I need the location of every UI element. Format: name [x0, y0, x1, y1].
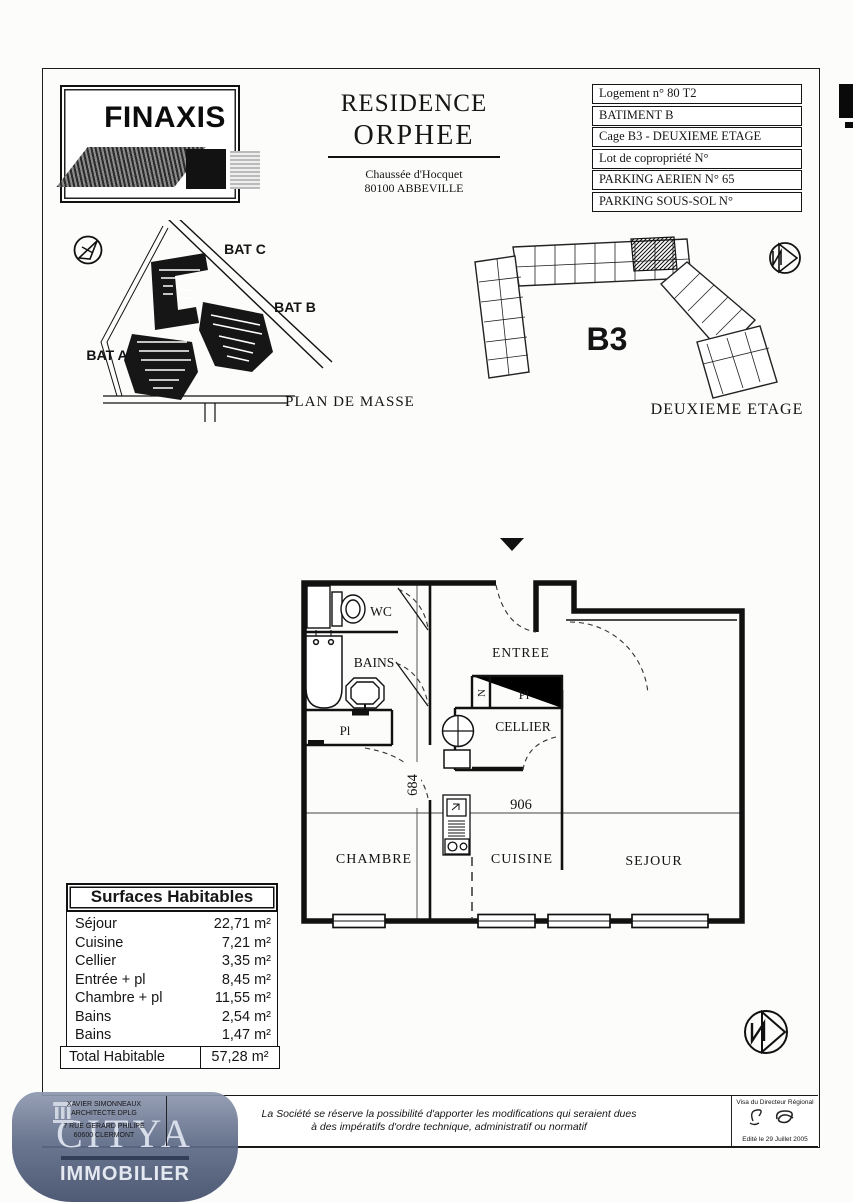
- room-label-entree: ENTREE: [492, 645, 550, 660]
- residence-title-block: RESIDENCE ORPHEE Chaussée d'Hocquet 8010…: [240, 90, 588, 195]
- site-plan-caption: PLAN DE MASSE: [285, 394, 415, 410]
- architect-block: XAVIER SIMONNEAUX ARCHITECTE DPLG 7 RUE …: [42, 1096, 167, 1146]
- washbasin-icon: [345, 677, 385, 712]
- apartment-floor-plan: WC BAINS Pl ENTREE Pl N CELLIER CHAMBRE …: [301, 538, 745, 929]
- total-label: Total Habitable: [61, 1047, 201, 1068]
- total-habitable-box: Total Habitable 57,28 m²: [60, 1046, 280, 1069]
- bat-c-label: BAT C: [224, 241, 266, 257]
- window-symbols: [332, 913, 709, 929]
- room-label-cuisine: CUISINE: [491, 852, 553, 867]
- kitchen-unit-icon: [442, 794, 471, 856]
- residence-address-line1: Chaussée d'Hocquet: [365, 167, 463, 181]
- bat-b-label: BAT B: [274, 299, 316, 315]
- toilet-icon: [306, 585, 366, 629]
- water-heater-icon: [441, 714, 475, 769]
- bat-a-label: BAT A: [86, 347, 127, 363]
- scan-artifact-small: [845, 122, 853, 128]
- info-row-lot: Lot de copropriété N°: [592, 148, 802, 169]
- room-label-pl-entree: Pl: [519, 687, 530, 702]
- finaxis-logo-square-icon: [186, 149, 226, 189]
- site-buildings: [124, 253, 273, 400]
- dimension-width: 906: [510, 797, 532, 813]
- lot-info-table: Logement n° 80 T2 BATIMENT B Cage B3 - D…: [592, 84, 802, 213]
- site-plan: BAT C BAT B BAT A PLAN DE MASSE: [73, 220, 415, 422]
- room-label-pl-bains: Pl: [340, 723, 351, 738]
- residence-name-line1: RESIDENCE: [340, 90, 488, 117]
- finaxis-logo-text: FINAXIS: [104, 101, 226, 134]
- disclaimer: La Société se réserve la possibilité d'a…: [261, 1108, 637, 1133]
- citya-logo-rule: [61, 1156, 189, 1160]
- compass-icon: [73, 235, 103, 265]
- building-label: B3: [587, 321, 628, 357]
- building-plan-caption: DEUXIEME ETAGE: [651, 401, 804, 418]
- surfaces-table-title: Surfaces Habitables: [66, 883, 278, 912]
- room-label-chambre: CHAMBRE: [336, 852, 412, 867]
- room-label-wc: WC: [370, 604, 392, 619]
- building-plan: B3 DEUXIEME ETAGE: [474, 236, 804, 418]
- room-label-bains: BAINS: [354, 655, 395, 670]
- document-border: [42, 68, 820, 1148]
- info-row-parking-aerien: PARKING AERIEN N° 65: [592, 170, 802, 190]
- compass-icon: [744, 1009, 788, 1055]
- signature-icon: [749, 1109, 794, 1126]
- footer: XAVIER SIMONNEAUX ARCHITECTE DPLG 7 RUE …: [42, 1095, 818, 1147]
- visa-label: Visa du Directeur Régional: [736, 1099, 814, 1106]
- citya-watermark: CITYA IMMOBILIER: [12, 1092, 238, 1202]
- closet-tick: [308, 740, 324, 745]
- info-row-logement: Logement n° 80 T2: [592, 84, 802, 104]
- compass-icon: [769, 242, 801, 274]
- info-row-cage: Cage B3 - DEUXIEME ETAGE: [592, 127, 802, 147]
- edited-date: Edité le 29 Juillet 2005: [742, 1136, 808, 1143]
- citya-logo-subtext: IMMOBILIER: [60, 1163, 190, 1185]
- room-label-niche: N: [476, 689, 488, 697]
- info-row-parking-soussol: PARKING SOUS-SOL N°: [592, 191, 802, 212]
- dimension-height: 684: [405, 773, 421, 796]
- entrance-marker-icon: [500, 538, 524, 551]
- info-row-batiment: BATIMENT B: [592, 105, 802, 126]
- total-value: 57,28 m²: [211, 1049, 269, 1065]
- finaxis-logo-parallelogram-icon: [56, 147, 206, 187]
- column-icon: [53, 1102, 73, 1123]
- citya-logo-text: CITYA: [56, 1111, 194, 1156]
- finaxis-logo-halftone-icon: [230, 151, 260, 189]
- closet-tick: [352, 711, 369, 716]
- finaxis-logo: FINAXIS: [56, 85, 260, 203]
- bathtub-icon: [305, 630, 343, 709]
- residence-address-line2: 80100 ABBEVILLE: [364, 181, 464, 195]
- visa-block: Visa du Directeur Régional Edité le 29 J…: [731, 1096, 818, 1146]
- room-label-sejour: SEJOUR: [625, 854, 682, 869]
- residence-name-line2: ORPHEE: [327, 120, 501, 158]
- scan-artifact: [839, 84, 853, 118]
- highlighted-unit: [630, 236, 678, 272]
- room-label-cellier: CELLIER: [495, 719, 551, 734]
